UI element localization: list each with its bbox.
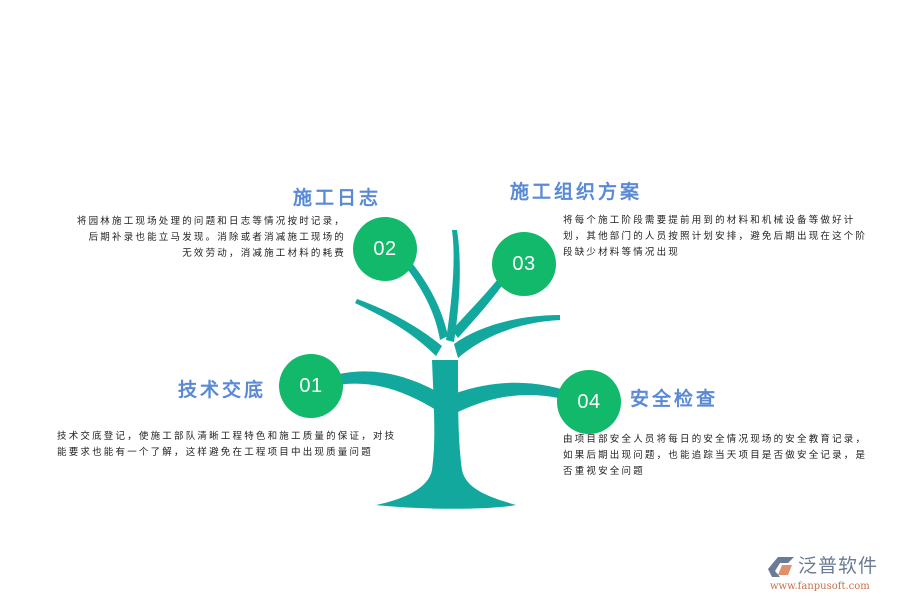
logo-name: 泛普软件 — [798, 555, 879, 577]
title-tech-briefing: 技术交底 — [178, 379, 267, 401]
desc-safety-inspection: 由项目部安全人员将每日的安全情况现场的安全教育记录，如果后期出现问题，也能追踪当… — [563, 434, 868, 477]
node-number: 01 — [299, 374, 323, 397]
desc-line: 将园林施工现场处理的问题和日志等情况按时记录， — [76, 216, 346, 227]
node-04: 04 — [557, 370, 621, 434]
desc-tech-briefing: 技术交底登记，使施工部队清晰工程特色和施工质量的保证，对技能要求也能有一个了解，… — [57, 431, 397, 458]
fanpu-logo: 泛普软件 www.fanpusoft.com — [768, 553, 893, 597]
branch-mid-right — [454, 315, 560, 358]
branch-04 — [456, 382, 580, 412]
tree-trunk — [376, 360, 516, 509]
desc-line: 后期补录也能立马发现。消除或者消减施工现场的 — [88, 232, 346, 243]
branch-mid-left — [355, 299, 442, 356]
title-construction-log: 施工日志 — [293, 187, 382, 209]
branch-03 — [452, 270, 510, 338]
desc-construction-plan: 将每个施工阶段需要提前用到的材料和机械设备等做好计划，其他部门的人员按照计划安排… — [563, 215, 868, 258]
desc-line: 无效劳动，消减施工材料的耗费 — [182, 248, 346, 259]
node-01: 01 — [279, 354, 343, 418]
fanpu-logo-icon — [768, 557, 794, 577]
node-02: 02 — [353, 217, 417, 281]
title-construction-plan: 施工组织方案 — [510, 181, 643, 203]
branch-01 — [320, 371, 436, 410]
title-safety-inspection: 安全检查 — [630, 388, 719, 410]
branch-02 — [402, 258, 448, 340]
desc-construction-log: 将园林施工现场处理的问题和日志等情况按时记录， 后期补录也能立马发现。消除或者消… — [40, 214, 346, 262]
node-number: 03 — [512, 252, 536, 275]
node-number: 04 — [577, 390, 601, 413]
logo-url: www.fanpusoft.com — [770, 581, 870, 592]
node-number: 02 — [373, 237, 397, 260]
node-03: 03 — [492, 232, 556, 296]
branch-top — [446, 230, 460, 342]
